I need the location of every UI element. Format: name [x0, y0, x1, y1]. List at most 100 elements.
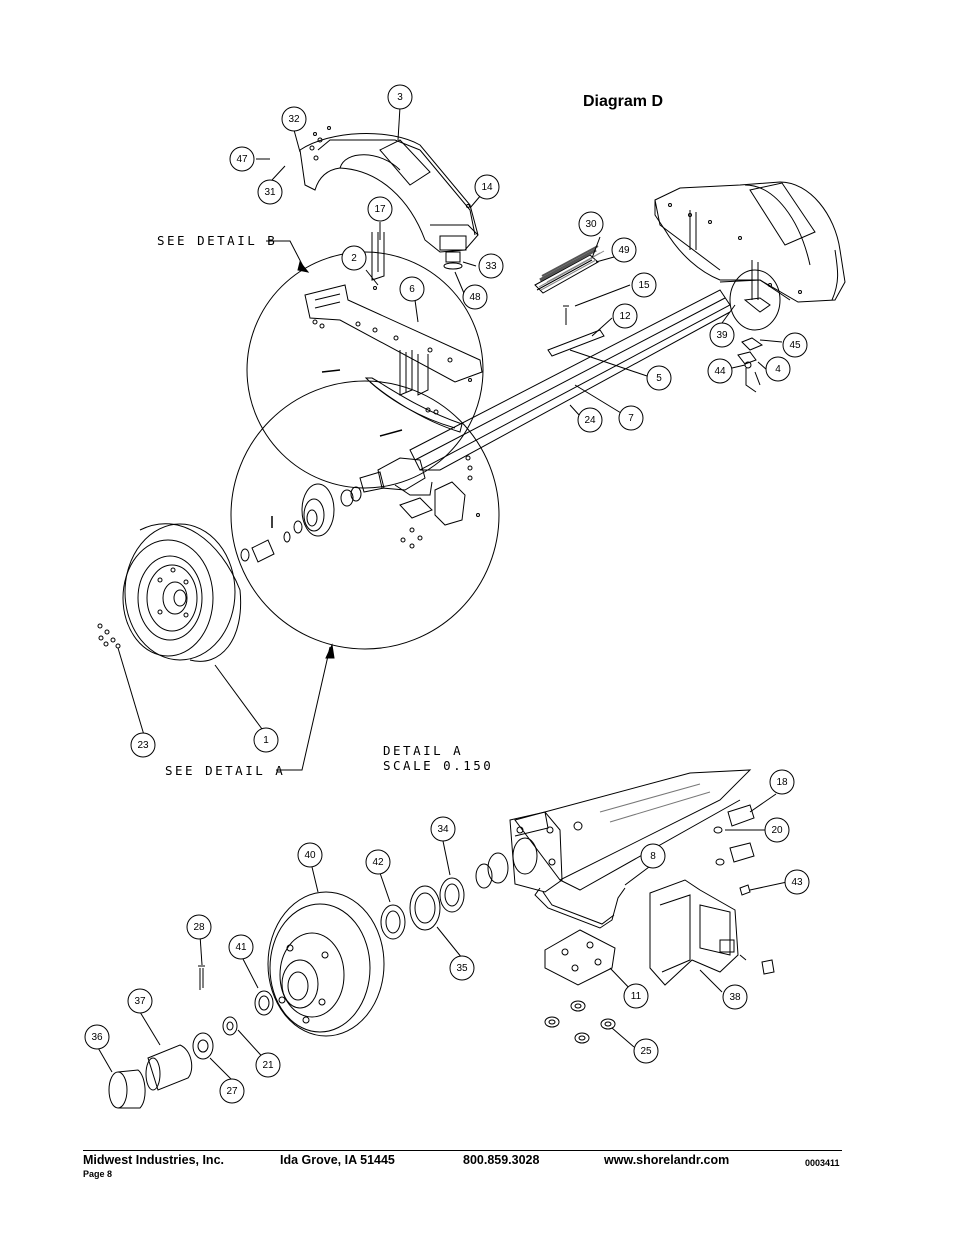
callout-bubble	[341, 245, 367, 271]
callout-number: 48	[469, 292, 481, 303]
carpet-strip	[539, 245, 599, 282]
callout-number: 49	[618, 245, 630, 256]
footer-city: Ida Grove, IA 51445	[280, 1153, 395, 1167]
callout-number: 45	[789, 340, 801, 351]
callout-number: 38	[729, 992, 741, 1003]
callout-number: 47	[236, 154, 248, 165]
callout-bubble	[219, 1078, 245, 1104]
footer-phone: 800.859.3028	[463, 1153, 540, 1167]
callout-bubble	[631, 272, 657, 298]
callout-number: 27	[226, 1086, 238, 1097]
detail-a-parts	[240, 455, 480, 563]
callout-bubble	[281, 106, 307, 132]
callout-bubble	[623, 983, 649, 1009]
callout-bubble	[640, 843, 666, 869]
callout-number: 31	[264, 187, 276, 198]
callout-bubbles: 1234567811121415171820212324252728303132…	[84, 84, 810, 1104]
callout-number: 35	[456, 963, 468, 974]
callout-bubble	[257, 179, 283, 205]
callout-bubble	[367, 196, 393, 222]
callout-number: 12	[619, 311, 631, 322]
callout-number: 8	[650, 851, 656, 862]
callout-number: 33	[485, 261, 497, 272]
footer-company: Midwest Industries, Inc.	[83, 1153, 224, 1167]
callout-bubble	[127, 988, 153, 1014]
callout-bubble	[611, 237, 637, 263]
callout-bubble	[462, 284, 488, 310]
bunk-pad	[534, 250, 605, 294]
callout-number: 15	[638, 280, 650, 291]
see-detail-b-label: SEE DETAIL B	[157, 233, 277, 248]
footer-website: www.shorelandr.com	[604, 1153, 730, 1167]
callout-bubble	[253, 727, 279, 753]
callout-bubble	[709, 322, 735, 348]
callout-bubble	[399, 276, 425, 302]
callout-number: 25	[640, 1046, 652, 1057]
detail-b-circle	[246, 251, 484, 489]
callout-bubble	[84, 1024, 110, 1050]
callout-number: 39	[716, 330, 728, 341]
plate-12	[547, 329, 605, 357]
callout-number: 1	[263, 735, 269, 746]
callout-number: 18	[776, 777, 788, 788]
callout-number: 17	[374, 204, 386, 215]
left-fender	[299, 126, 479, 270]
callout-number: 42	[372, 857, 384, 868]
callout-bubble	[722, 984, 748, 1010]
spring-hardware	[737, 337, 764, 393]
callout-number: 2	[351, 253, 357, 264]
detail-a-circle	[230, 380, 500, 650]
callout-bubble	[784, 869, 810, 895]
callout-bubble	[186, 914, 212, 940]
detail-a-exploded	[108, 769, 775, 1109]
leader-lines	[96, 106, 788, 1083]
callout-number: 6	[409, 284, 415, 295]
right-fender	[654, 181, 846, 331]
callout-bubble	[478, 253, 504, 279]
detail-b-parts	[304, 232, 483, 437]
callout-bubble	[764, 817, 790, 843]
callout-bubble	[618, 405, 644, 431]
footer-page: Page 8	[83, 1169, 113, 1179]
callout-bubble	[707, 358, 733, 384]
callout-number: 40	[304, 850, 316, 861]
scale-label: SCALE 0.150	[383, 758, 493, 773]
callout-bubble	[765, 356, 791, 382]
callout-bubble	[633, 1038, 659, 1064]
callout-bubble	[430, 816, 456, 842]
callout-bubble	[229, 146, 255, 172]
callout-number: 23	[137, 740, 149, 751]
callout-bubble	[769, 769, 795, 795]
callout-number: 36	[91, 1032, 103, 1043]
callout-bubble	[474, 174, 500, 200]
callout-number: 24	[584, 415, 596, 426]
callout-bubble	[449, 955, 475, 981]
detail-a-label: DETAIL A	[383, 743, 463, 758]
callout-number: 5	[656, 373, 662, 384]
wheel-tire	[122, 523, 242, 662]
callout-number: 43	[791, 877, 803, 888]
callout-bubble	[297, 842, 323, 868]
callout-bubble	[577, 407, 603, 433]
callout-bubble	[255, 1052, 281, 1078]
callout-number: 32	[288, 114, 300, 125]
callout-number: 4	[775, 364, 781, 375]
see-detail-a-label: SEE DETAIL A	[165, 763, 285, 778]
callout-number: 3	[397, 92, 403, 103]
callout-bubble	[612, 303, 638, 329]
callout-number: 44	[714, 366, 726, 377]
callout-number: 30	[585, 219, 597, 230]
footer-rule	[83, 1150, 842, 1151]
callout-bubble	[228, 934, 254, 960]
callout-number: 20	[771, 825, 783, 836]
callout-number: 41	[235, 942, 247, 953]
callout-number: 14	[481, 182, 493, 193]
callout-number: 34	[437, 824, 449, 835]
callout-number: 37	[134, 996, 146, 1007]
diagram-title: Diagram D	[583, 93, 664, 110]
callout-bubble	[130, 732, 156, 758]
callout-bubble	[365, 849, 391, 875]
callout-bubble	[578, 211, 604, 237]
callout-bubble	[646, 365, 672, 391]
